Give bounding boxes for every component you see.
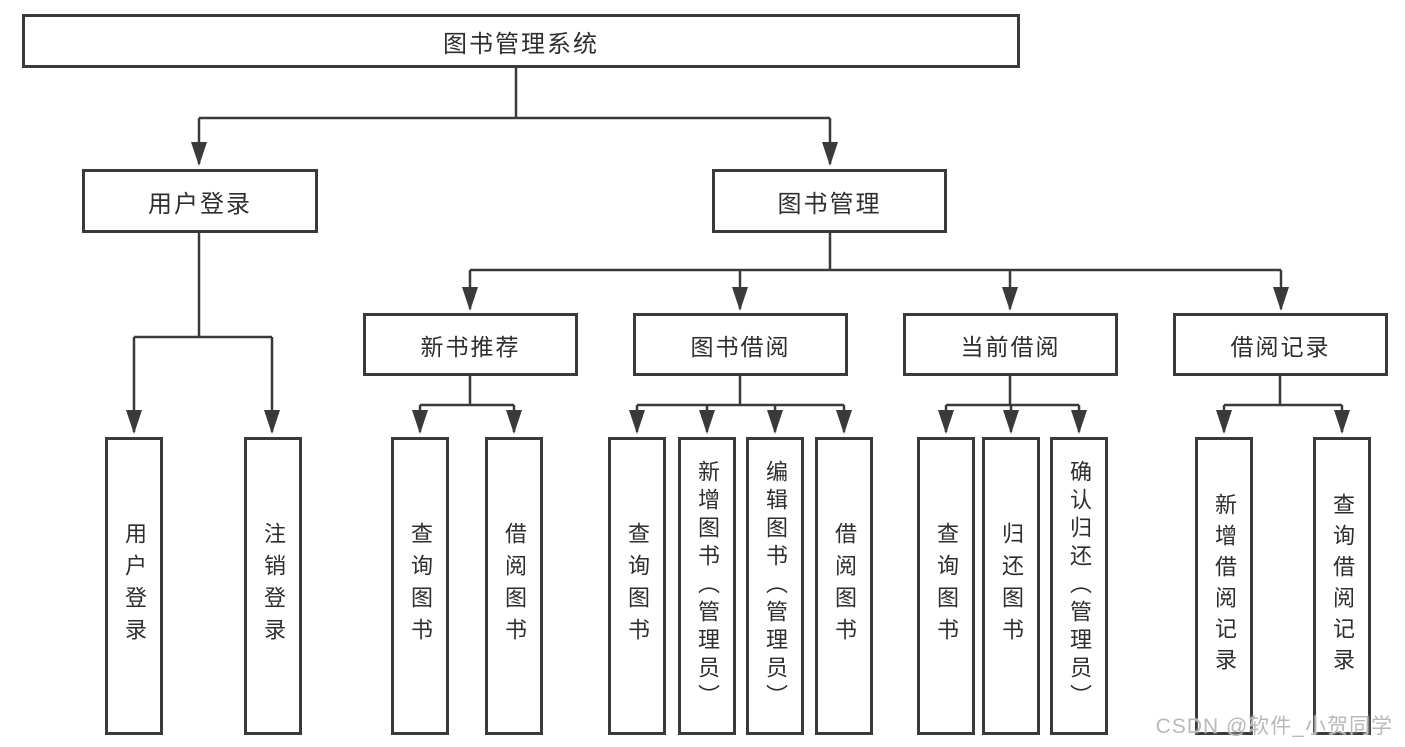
node-library-system: 图书管理系统 bbox=[22, 14, 1020, 68]
leaf-query-books-current: 查询图书 bbox=[917, 437, 975, 735]
leaf-add-borrow-record-label: 新增借阅记录 bbox=[1212, 493, 1237, 679]
leaf-user-login-label: 用户登录 bbox=[122, 522, 147, 650]
leaf-query-books-current-label: 查询图书 bbox=[934, 522, 959, 650]
node-borrowing-records: 借阅记录 bbox=[1173, 313, 1388, 376]
leaf-add-book-admin: 新增图书（管理员） bbox=[678, 437, 736, 735]
node-book-management: 图书管理 bbox=[712, 169, 947, 233]
bus-root bbox=[199, 68, 830, 120]
bus-newbook bbox=[420, 376, 514, 407]
leaf-query-borrow-record-label: 查询借阅记录 bbox=[1330, 493, 1355, 679]
bus-borrow bbox=[637, 376, 844, 407]
leaf-borrow-books: 借阅图书 bbox=[815, 437, 873, 735]
leaf-query-books-borrow: 查询图书 bbox=[608, 437, 666, 735]
node-user-login: 用户登录 bbox=[82, 169, 318, 233]
node-new-book-recommend-label: 新书推荐 bbox=[420, 333, 521, 360]
leaf-query-books-recommend: 查询图书 bbox=[391, 437, 449, 735]
leaf-logout: 注销登录 bbox=[244, 437, 302, 735]
node-book-borrowing-label: 图书借阅 bbox=[690, 333, 791, 360]
leaf-query-books-borrow-label: 查询图书 bbox=[625, 522, 650, 650]
node-user-login-label: 用户登录 bbox=[148, 190, 252, 218]
leaf-edit-book-admin: 编辑图书（管理员） bbox=[746, 437, 804, 735]
leaf-confirm-return-admin-label: 确认归还（管理员） bbox=[1067, 460, 1092, 712]
leaf-borrow-books-recommend-label: 借阅图书 bbox=[502, 522, 527, 650]
leaf-logout-label: 注销登录 bbox=[261, 522, 286, 650]
node-new-book-recommend: 新书推荐 bbox=[363, 313, 578, 376]
leaf-confirm-return-admin: 确认归还（管理员） bbox=[1050, 437, 1108, 735]
leaf-user-login: 用户登录 bbox=[105, 437, 163, 735]
node-book-management-label: 图书管理 bbox=[777, 190, 882, 218]
leaf-add-borrow-record: 新增借阅记录 bbox=[1195, 437, 1253, 735]
leaf-borrow-books-label: 借阅图书 bbox=[832, 522, 857, 650]
watermark: CSDN @软件_小贺同学 bbox=[1155, 715, 1393, 738]
node-borrowing-records-label: 借阅记录 bbox=[1230, 333, 1331, 360]
leaf-add-book-admin-label: 新增图书（管理员） bbox=[695, 460, 720, 712]
bus-mgmt bbox=[470, 233, 1281, 272]
bus-records bbox=[1224, 376, 1342, 407]
bus-current bbox=[946, 376, 1079, 407]
node-current-borrowing: 当前借阅 bbox=[903, 313, 1118, 376]
leaf-return-book: 归还图书 bbox=[982, 437, 1040, 735]
leaf-borrow-books-recommend: 借阅图书 bbox=[485, 437, 543, 735]
node-library-system-label: 图书管理系统 bbox=[443, 30, 599, 58]
node-book-borrowing: 图书借阅 bbox=[633, 313, 848, 376]
node-current-borrowing-label: 当前借阅 bbox=[960, 333, 1061, 360]
bus-login bbox=[134, 233, 272, 339]
leaf-query-books-recommend-label: 查询图书 bbox=[408, 522, 433, 650]
leaf-query-borrow-record: 查询借阅记录 bbox=[1313, 437, 1371, 735]
leaf-return-book-label: 归还图书 bbox=[999, 522, 1024, 650]
leaf-edit-book-admin-label: 编辑图书（管理员） bbox=[763, 460, 788, 712]
